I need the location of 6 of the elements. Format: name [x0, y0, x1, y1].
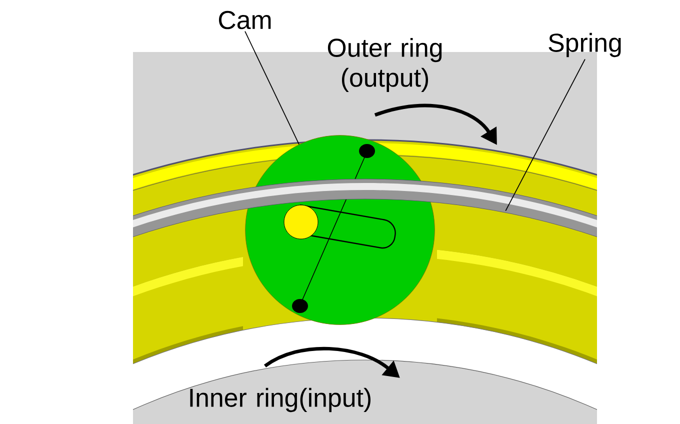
- part-label: Inner ring(input): [190, 388, 370, 412]
- part-label: Spring: [548, 32, 621, 58]
- part-label: Outer ring (output): [328, 38, 442, 92]
- part-label: Cam: [218, 10, 271, 30]
- leader-line: [505, 58, 586, 212]
- leader-line: [244, 30, 300, 145]
